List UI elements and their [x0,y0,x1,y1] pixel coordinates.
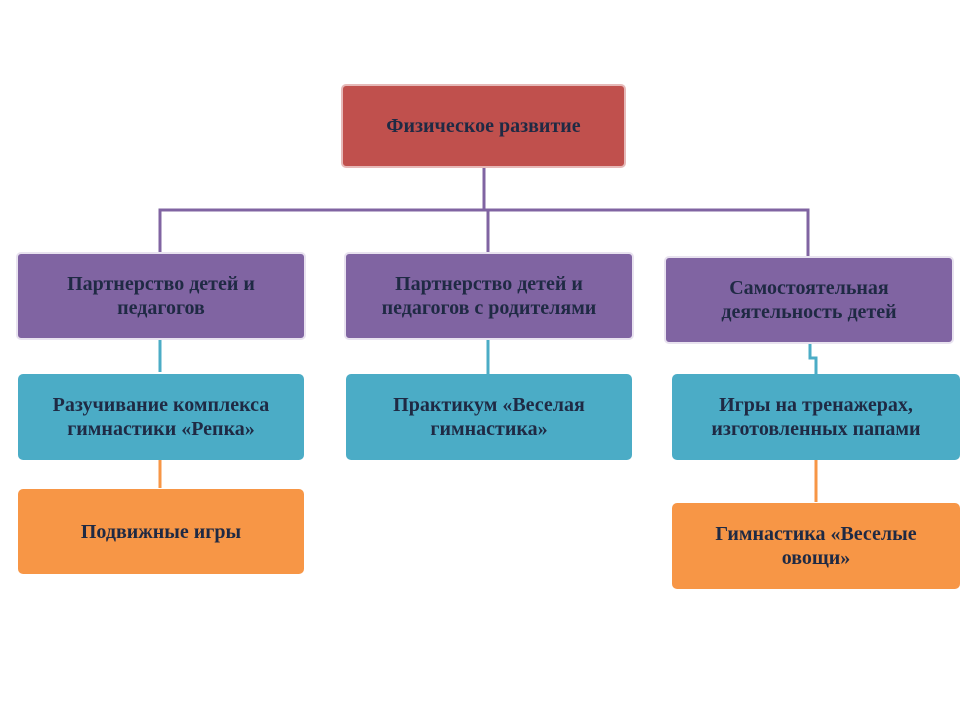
branch-3-child-1: Игры на тренажерах, изготовленных папами [672,374,960,460]
branch-node-1-label: Партнерство детей и педагогов [67,273,255,319]
branch-node-2-label: Партнерство детей и педагогов с родителя… [381,273,597,319]
branch-1-child-1-label: Разучивание комплекса гимнастики «Репка» [52,394,270,440]
branch-2-child-1: Практикум «Веселая гимнастика» [346,374,632,460]
branch-3-child-2-label: Гимнастика «Веселые овощи» [715,523,917,569]
branch-node-2: Партнерство детей и педагогов с родителя… [344,252,634,340]
branch-1-child-2-label: Подвижные игры [80,520,242,543]
branch-node-1: Партнерство детей и педагогов [16,252,306,340]
root-connector [158,168,810,256]
branch3-to-child1-connector [808,344,818,374]
branch-2-child-1-label: Практикум «Веселая гимнастика» [393,394,585,440]
branch-1-child-2: Подвижные игры [18,489,304,574]
branch-node-3: Самостоятельная деятельность детей [664,256,954,344]
branch-1-child-1: Разучивание комплекса гимнастики «Репка» [18,374,304,460]
root-node: Физическое развитие [341,84,626,168]
branch-3-child-2: Гимнастика «Веселые овощи» [672,503,960,589]
branch-node-3-label: Самостоятельная деятельность детей [721,277,897,323]
root-node-label: Физическое развитие [386,115,581,137]
branch-3-child-1-label: Игры на тренажерах, изготовленных папами [711,394,921,440]
